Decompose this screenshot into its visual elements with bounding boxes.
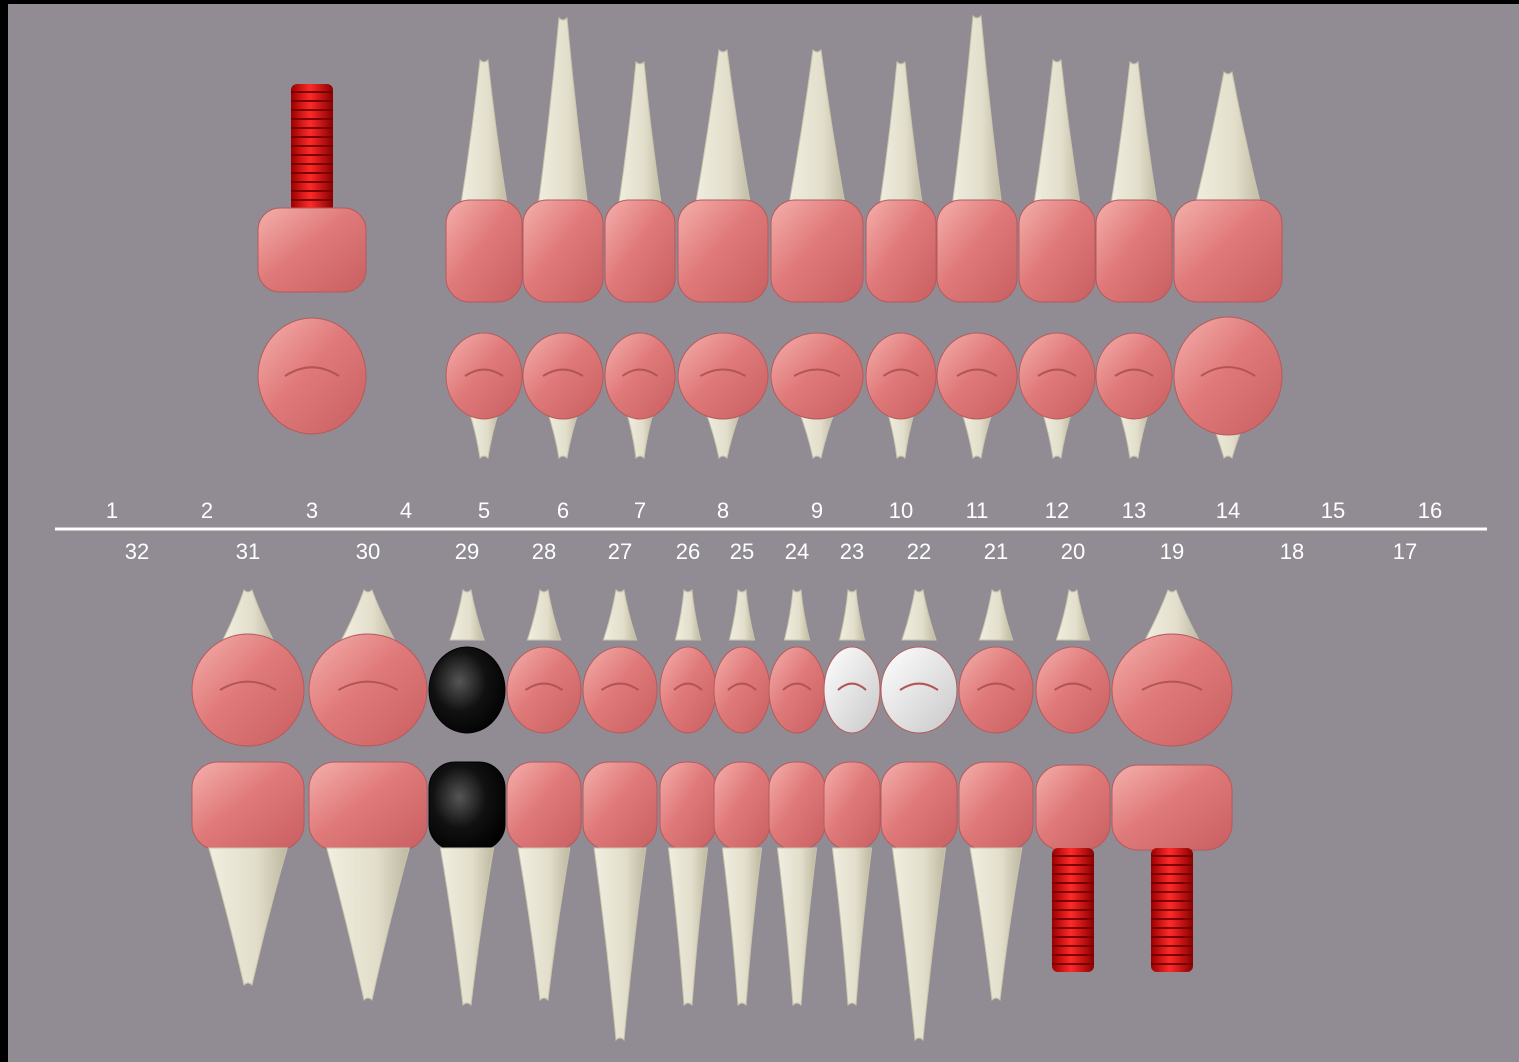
tooth-crown <box>1036 765 1110 850</box>
tooth-number-23: 23 <box>822 539 882 565</box>
tooth-number-31: 31 <box>218 539 278 565</box>
implant-screw <box>1052 848 1094 972</box>
tooth-number-3: 3 <box>282 498 342 524</box>
tooth-crown <box>583 762 657 850</box>
tooth-number-5: 5 <box>454 498 514 524</box>
tooth-number-4: 4 <box>376 498 436 524</box>
tooth-crown <box>605 200 675 302</box>
tooth-crown <box>824 762 880 850</box>
implant-screw <box>291 84 333 212</box>
tooth-crown <box>446 200 522 302</box>
tooth-number-11: 11 <box>947 498 1007 524</box>
tooth-number-17: 17 <box>1375 539 1435 565</box>
tooth-crown <box>714 762 770 850</box>
tooth-number-16: 16 <box>1400 498 1460 524</box>
tooth-occlusal-surface <box>660 647 716 733</box>
tooth-crown <box>660 762 716 850</box>
tooth-number-24: 24 <box>767 539 827 565</box>
tooth-number-25: 25 <box>712 539 772 565</box>
tooth-occlusal-surface <box>678 333 768 419</box>
tooth-crown <box>959 762 1033 850</box>
tooth-number-8: 8 <box>693 498 753 524</box>
tooth-occlusal-surface <box>1174 317 1282 435</box>
tooth-number-27: 27 <box>590 539 650 565</box>
tooth-number-26: 26 <box>658 539 718 565</box>
tooth-crown <box>1096 200 1172 302</box>
tooth-number-1: 1 <box>82 498 142 524</box>
tooth-occlusal-surface <box>258 318 366 434</box>
tooth-crown <box>769 762 825 850</box>
tooth-occlusal-surface <box>824 647 880 733</box>
tooth-occlusal-surface <box>1036 647 1110 733</box>
tooth-number-13: 13 <box>1104 498 1164 524</box>
tooth-crown <box>866 200 936 302</box>
tooth-number-30: 30 <box>338 539 398 565</box>
tooth-number-7: 7 <box>610 498 670 524</box>
tooth-number-22: 22 <box>889 539 949 565</box>
tooth-occlusal-surface <box>507 647 581 733</box>
tooth-occlusal-surface <box>1112 634 1232 746</box>
tooth-number-10: 10 <box>871 498 931 524</box>
tooth-occlusal-surface <box>309 634 427 746</box>
tooth-occlusal-surface <box>429 647 505 733</box>
tooth-crown <box>429 762 505 850</box>
tooth-occlusal-surface <box>192 634 304 746</box>
tooth-number-20: 20 <box>1043 539 1103 565</box>
tooth-number-12: 12 <box>1027 498 1087 524</box>
tooth-occlusal-surface <box>583 647 657 733</box>
tooth-crown <box>771 200 863 302</box>
tooth-occlusal-surface <box>1096 333 1172 419</box>
tooth-occlusal-surface <box>714 647 770 733</box>
tooth-crown <box>258 208 366 292</box>
tooth-number-29: 29 <box>437 539 497 565</box>
tooth-crown <box>309 762 427 850</box>
tooth-number-32: 32 <box>107 539 167 565</box>
tooth-number-14: 14 <box>1198 498 1258 524</box>
tooth-occlusal-surface <box>605 333 675 419</box>
tooth-number-28: 28 <box>514 539 574 565</box>
tooth-crown <box>1174 200 1282 302</box>
tooth-crown <box>523 200 603 302</box>
tooth-crown <box>881 762 957 850</box>
tooth-crown <box>1019 200 1095 302</box>
tooth-number-15: 15 <box>1303 498 1363 524</box>
tooth-occlusal-surface <box>523 333 603 419</box>
tooth-crown <box>507 762 581 850</box>
tooth-occlusal-surface <box>959 647 1033 733</box>
tooth-occlusal-surface <box>446 333 522 419</box>
tooth-occlusal-surface <box>1019 333 1095 419</box>
tooth-occlusal-surface <box>937 333 1017 419</box>
tooth-crown <box>1112 765 1232 850</box>
tooth-number-9: 9 <box>787 498 847 524</box>
tooth-crown <box>678 200 768 302</box>
tooth-occlusal-surface <box>866 333 936 419</box>
tooth-number-6: 6 <box>533 498 593 524</box>
tooth-number-18: 18 <box>1262 539 1322 565</box>
tooth-number-21: 21 <box>966 539 1026 565</box>
tooth-crown <box>937 200 1017 302</box>
tooth-occlusal-surface <box>881 647 957 733</box>
tooth-crown <box>192 762 304 850</box>
tooth-occlusal-surface <box>771 333 863 419</box>
tooth-number-19: 19 <box>1142 539 1202 565</box>
tooth-occlusal-surface <box>769 647 825 733</box>
implant-screw <box>1151 848 1193 972</box>
tooth-number-2: 2 <box>177 498 237 524</box>
